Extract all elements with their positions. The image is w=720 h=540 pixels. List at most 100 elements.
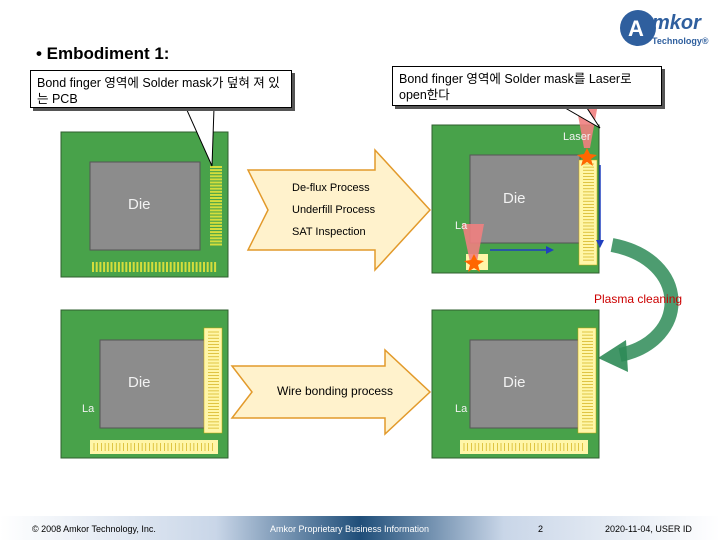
- footer-proprietary: Amkor Proprietary Business Information: [270, 524, 430, 534]
- bond-finger: [106, 262, 109, 272]
- laser-spark-top: [577, 148, 597, 166]
- callout-left: Bond finger 영역에 Solder mask가 덮혀 져 있는 PCB: [30, 70, 292, 108]
- bond-finger: [210, 209, 222, 212]
- bond-finger: [169, 262, 172, 272]
- bond-finger: [92, 262, 94, 272]
- die-label-tr: Die: [503, 190, 526, 207]
- bond-finger: [162, 262, 165, 272]
- process-arrow-big: [246, 148, 432, 272]
- bond-finger: [210, 187, 222, 190]
- bond-finger: [99, 262, 102, 272]
- bond-finger: [210, 206, 222, 209]
- bond-finger: [210, 178, 222, 181]
- svg-text:A: A: [628, 16, 644, 41]
- bond-finger-open-tr: [578, 159, 598, 266]
- bond-finger: [210, 197, 222, 199]
- footer-copyright: © 2008 Amkor Technology, Inc.: [32, 524, 156, 534]
- bond-finger: [210, 243, 222, 246]
- bond-finger: [210, 203, 222, 206]
- footer: © 2008 Amkor Technology, Inc. Amkor Prop…: [0, 516, 720, 540]
- bond-finger: [184, 262, 187, 272]
- bond-finger: [110, 262, 113, 272]
- bond-finger: [214, 262, 217, 272]
- bond-finger: [210, 175, 222, 178]
- bond-finger: [173, 262, 176, 272]
- bond-finger: [95, 262, 98, 272]
- die-label-tl: Die: [128, 196, 151, 213]
- bond-finger: [210, 181, 222, 184]
- wire-bonding-arrow: [230, 348, 432, 436]
- footer-page-number: 2: [538, 524, 544, 534]
- bond-finger: [117, 262, 120, 272]
- laser-label-br: La: [455, 403, 468, 415]
- laser-label-bl: La: [82, 403, 95, 415]
- bond-finger: [210, 237, 222, 240]
- laser-label-top: Laser: [563, 131, 591, 143]
- bond-finger: [210, 262, 213, 272]
- bond-finger-open-br: [577, 327, 597, 434]
- laser-beam-bottom: [462, 224, 484, 262]
- bond-finger: [140, 262, 143, 272]
- bond-finger: [180, 262, 183, 272]
- bond-finger: [210, 231, 222, 234]
- bond-finger: [199, 262, 202, 272]
- bond-finger: [158, 262, 161, 272]
- bond-finger-open-bottom-br: [460, 440, 588, 454]
- bond-finger: [125, 262, 128, 272]
- bond-finger: [210, 190, 222, 193]
- bond-fingers-right-tl: [210, 166, 222, 246]
- slide-title: • Embodiment 1:: [36, 44, 170, 63]
- logo-tagline: Technology®: [652, 36, 709, 46]
- bond-finger: [121, 262, 124, 272]
- bond-finger: [210, 215, 222, 218]
- footer-bar: [0, 516, 720, 540]
- bond-finger: [151, 262, 154, 272]
- bond-finger: [177, 262, 180, 272]
- bond-finger: [210, 169, 222, 172]
- die-bottom-right: [469, 339, 581, 429]
- amkor-logo: A mkor Technology®: [614, 6, 714, 52]
- bond-finger: [147, 262, 150, 272]
- callout-right-text: Bond finger 영역에 Solder mask를 Laser로 open…: [399, 72, 632, 102]
- bond-finger: [210, 212, 222, 215]
- die-top-left: [89, 161, 201, 251]
- step-deflux: De-flux Process: [292, 182, 370, 194]
- bond-finger: [210, 221, 222, 224]
- bond-finger: [166, 262, 168, 272]
- footer-date-user: 2020-11-04, USER ID: [605, 524, 692, 534]
- laser-label-tr-side: La: [455, 220, 468, 232]
- laser-spark-bottom: [464, 254, 484, 272]
- bond-finger: [132, 262, 135, 272]
- step-sat: SAT Inspection: [292, 226, 366, 238]
- die-label-bl: Die: [128, 374, 151, 391]
- callout-left-text: Bond finger 영역에 Solder mask가 덮혀 져 있는 PCB: [37, 76, 280, 106]
- bond-finger: [210, 218, 222, 221]
- die-top-right: [469, 154, 581, 244]
- bond-finger: [129, 262, 131, 272]
- bond-finger-open-bottom-bl: [90, 440, 218, 454]
- bond-finger: [210, 200, 222, 203]
- bond-finger: [206, 262, 209, 272]
- bond-finger: [210, 234, 222, 237]
- bond-finger: [210, 172, 222, 175]
- bond-finger: [188, 262, 191, 272]
- bond-finger: [136, 262, 139, 272]
- bond-finger: [210, 166, 222, 168]
- logo-brand-text: mkor: [652, 12, 701, 34]
- plasma-cleaning-arrow: [610, 238, 679, 362]
- callout-right: Bond finger 영역에 Solder mask를 Laser로 open…: [392, 66, 662, 106]
- bond-finger-open-bl: [203, 327, 223, 434]
- bond-finger: [143, 262, 146, 272]
- callout-left-pointer: [185, 107, 215, 167]
- plasma-cleaning-label: Plasma cleaning: [594, 292, 683, 306]
- die-bottom-left: [99, 339, 206, 429]
- bond-finger: [114, 262, 117, 272]
- step-underfill: Underfill Process: [292, 204, 376, 216]
- bond-finger: [154, 262, 157, 272]
- bond-finger: [210, 224, 222, 227]
- wire-bonding-label: Wire bonding process: [277, 384, 394, 398]
- bond-finger: [103, 262, 106, 272]
- bond-fingers-bottom-tl: [92, 262, 217, 272]
- bond-finger: [210, 184, 222, 187]
